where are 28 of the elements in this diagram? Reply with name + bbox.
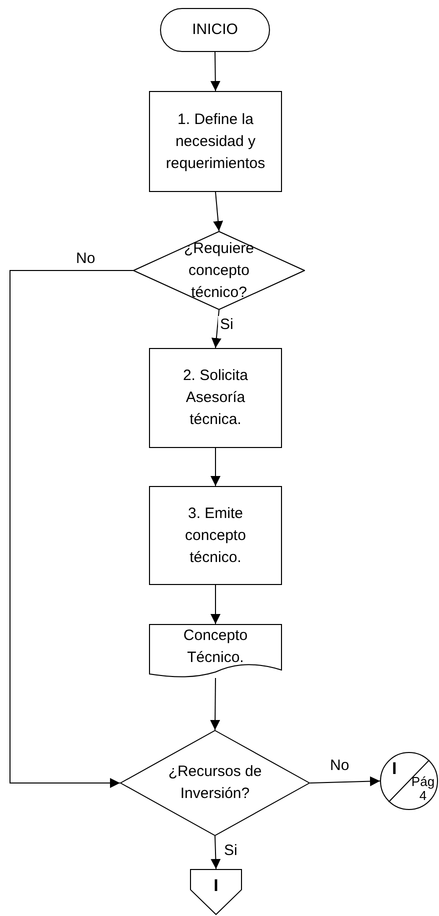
- process-box: [149, 486, 282, 585]
- node-text: 3. Emite concepto técnico.: [184, 504, 247, 568]
- node-text: 2. Solicita Asesoría técnica.: [182, 366, 250, 430]
- connector-label: I: [214, 875, 218, 897]
- connector-arrow: [210, 448, 220, 486]
- start-terminal: [160, 8, 270, 52]
- connector-arrow: [210, 52, 220, 92]
- connector-arrow: [210, 836, 221, 870]
- decision-diamond: [133, 231, 305, 310]
- process-box: [149, 348, 282, 448]
- connector-arrow: [310, 776, 380, 786]
- connector-arrow: [10, 270, 134, 788]
- document-shape: [149, 624, 282, 678]
- node-text: Concepto Técnico.: [182, 626, 249, 668]
- page-reference: Pág 4: [410, 775, 436, 803]
- decision-diamond: [120, 730, 310, 836]
- process-box: [149, 91, 282, 192]
- off-page-connector: [190, 869, 242, 915]
- connector-arrow: [211, 310, 222, 348]
- connector-arrow: [210, 678, 220, 730]
- connector-arrow: [213, 192, 224, 232]
- page-connector-circle: [380, 751, 438, 811]
- node-text: ¿Requiere concepto técnico?: [182, 238, 256, 302]
- node-text: 1. Define la necesidad y requerimientos: [164, 110, 266, 174]
- node-text: ¿Recursos de Inversión?: [167, 762, 263, 804]
- node-text: INICIO: [192, 20, 238, 40]
- connector-arrow: [210, 584, 220, 624]
- connector-label: I: [392, 759, 397, 779]
